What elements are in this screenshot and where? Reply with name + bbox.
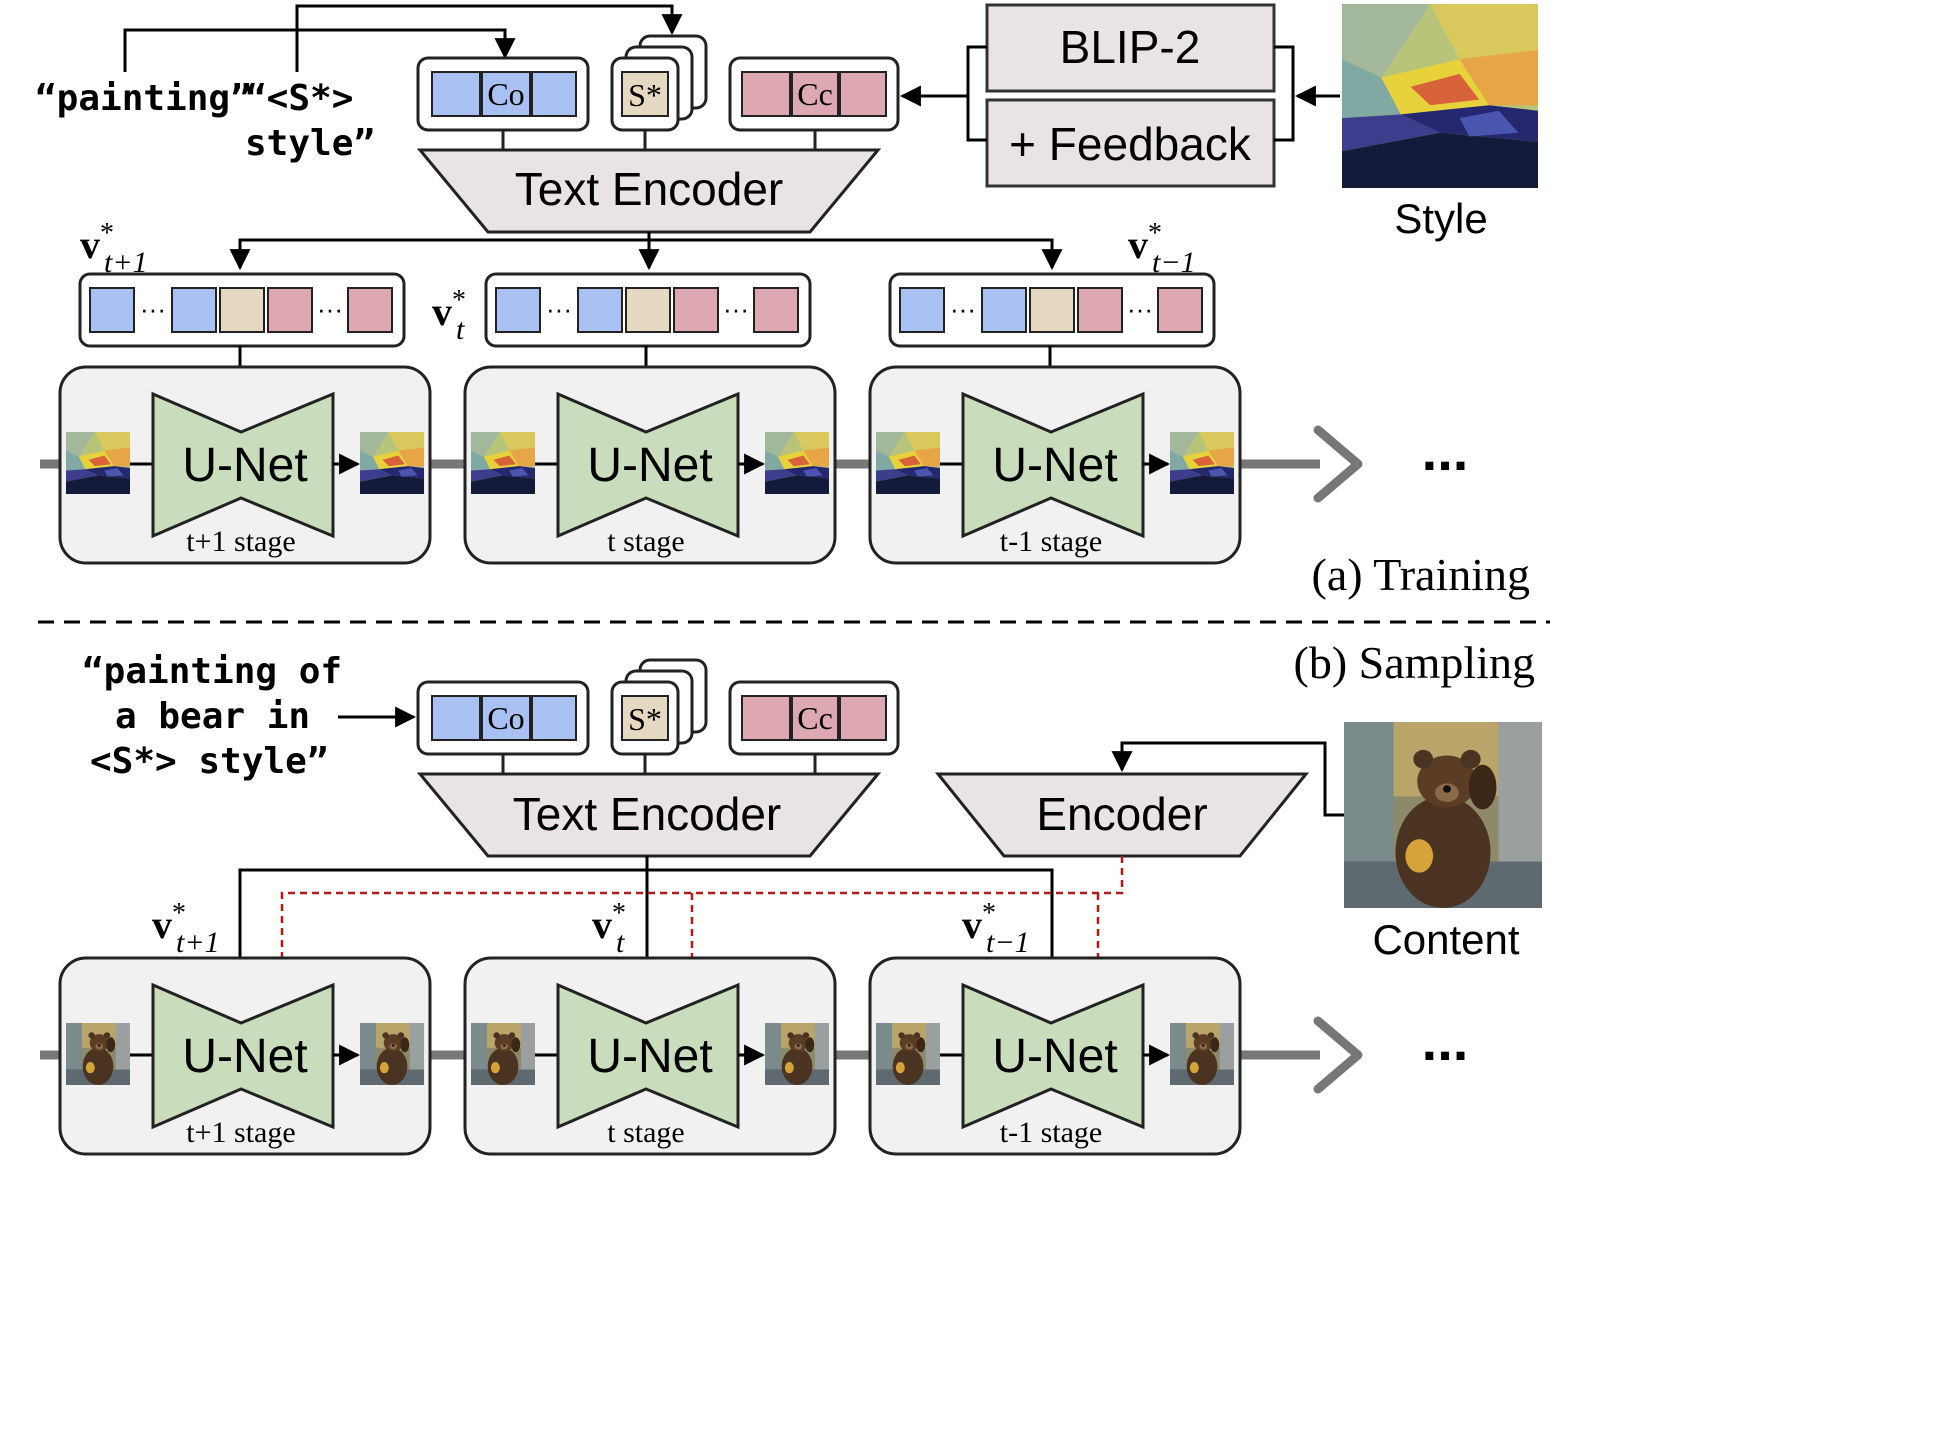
unet-stage: U-Net t+1 stage (58, 956, 432, 1156)
stage-label: t stage (607, 525, 684, 558)
ellipsis-dots: ··· (1127, 294, 1153, 324)
blip2-label: BLIP-2 (1060, 21, 1201, 73)
input-thumbnail (66, 432, 130, 494)
output-thumbnail (765, 1023, 829, 1085)
flow-arrowhead (1313, 425, 1363, 503)
v-label-cur: v*t (432, 285, 466, 346)
sampling-v-label-cur: v*t (592, 898, 626, 959)
stage-label: t-1 stage (1000, 1116, 1102, 1149)
unet-stage: U-Net t stage (463, 956, 837, 1156)
sampling-text-encoder-block (416, 772, 882, 858)
flow-arrowhead (1313, 1016, 1363, 1094)
style-image (1342, 4, 1538, 188)
v-label-prev: v*t−1 (1128, 218, 1196, 279)
stage-label: t+1 stage (186, 525, 295, 558)
style-caption: Style (1394, 195, 1487, 242)
token-s: S* (628, 77, 662, 113)
sampling-token-group-cc: Cc (728, 680, 900, 756)
sampling-label: (b) Sampling (1294, 637, 1535, 688)
token-cc: Cc (797, 76, 833, 112)
unet-stage: U-Net t stage (463, 365, 837, 565)
training-label: (a) Training (1312, 549, 1531, 600)
input-thumbnail (471, 1023, 535, 1085)
ellipsis-dots: ··· (723, 294, 749, 324)
sampling-token-cc: Cc (797, 700, 833, 736)
training-ellipsis: ... (1422, 419, 1469, 482)
sampling-prompt-line2: a bear in (115, 696, 310, 737)
text-encoder-label: Text Encoder (515, 163, 783, 215)
prompt-style-line2: style” (245, 123, 375, 164)
stage-label: t+1 stage (186, 1116, 295, 1149)
feedback-box (985, 98, 1276, 188)
sampling-v-label-next: v*t+1 (152, 898, 220, 959)
unet-label: U-Net (992, 439, 1117, 492)
connector-object-to-co (123, 28, 516, 72)
connector-style-to-s (295, 4, 683, 72)
encoder-block (934, 772, 1310, 858)
input-thumbnail (471, 432, 535, 494)
input-thumbnail (876, 432, 940, 494)
sampling-token-co: Co (487, 700, 524, 736)
sampling-token-group-s: S* (610, 658, 708, 756)
ellipsis-dots: ··· (140, 294, 166, 324)
embedding-row: ··· ··· (484, 272, 812, 413)
v-label-next: v*t+1 (80, 218, 148, 279)
sampling-ellipsis: ... (1422, 1009, 1469, 1072)
sampling-stages: U-Net t+1 stage U-Net t stage U-Net t-1 stage (40, 956, 1363, 1156)
ellipsis-dots: ··· (546, 294, 572, 324)
token-co: Co (487, 76, 524, 112)
sampling-text-encoder-label: Text Encoder (513, 788, 781, 840)
content-caption: Content (1372, 916, 1519, 963)
unet-block (151, 982, 335, 1130)
unet-stage: U-Net t-1 stage (868, 365, 1242, 565)
connector-content-to-encoder (1111, 741, 1344, 817)
unet-label: U-Net (182, 439, 307, 492)
sampling-prompt-line1: “painting of (82, 651, 342, 692)
training-section: “painting” “<S*> style” Co S* Cc (35, 3, 1538, 600)
input-thumbnail (876, 1023, 940, 1085)
unet-block (556, 391, 740, 539)
unet-label: U-Net (587, 439, 712, 492)
content-image (1344, 722, 1542, 908)
sampling-token-group-co: Co (416, 680, 590, 756)
token-group-s: S* (610, 34, 708, 132)
sampling-token-s: S* (628, 701, 662, 737)
prompt-style-line1: “<S*> (245, 78, 353, 119)
token-group-cc: Cc (728, 56, 900, 132)
unet-stage: U-Net t+1 stage (58, 365, 432, 565)
unet-label: U-Net (992, 1030, 1117, 1083)
output-thumbnail (1170, 432, 1234, 494)
training-stages: U-Net t+1 stage U-Net t stage U-Net t-1 stage (40, 365, 1363, 565)
embedding-row: ··· ··· (888, 272, 1216, 413)
unet-block (151, 391, 335, 539)
unet-label: U-Net (182, 1030, 307, 1083)
text-encoder-block (416, 148, 882, 234)
stage-label: t stage (607, 1116, 684, 1149)
output-thumbnail (1170, 1023, 1234, 1085)
unet-label: U-Net (587, 1030, 712, 1083)
unet-block (961, 391, 1145, 539)
prompt-object: “painting” (35, 78, 252, 119)
token-group-co: Co (416, 56, 590, 132)
output-thumbnail (360, 1023, 424, 1085)
unet-block (961, 982, 1145, 1130)
embedding-rows: ··· ··· ··· ··· ··· ··· (78, 272, 1216, 413)
unet-block (556, 982, 740, 1130)
output-thumbnail (360, 432, 424, 494)
ellipsis-dots: ··· (317, 294, 343, 324)
output-thumbnail (765, 432, 829, 494)
sampling-v-label-prev: v*t−1 (962, 898, 1030, 959)
embedding-row: ··· ··· (78, 272, 406, 413)
encoder-label: Encoder (1036, 788, 1207, 840)
sampling-prompt-line3: <S*> style” (90, 741, 328, 782)
feedback-label: + Feedback (1009, 118, 1252, 170)
input-thumbnail (66, 1023, 130, 1085)
sampling-section: (b) Sampling “painting of a bear in <S*>… (40, 637, 1542, 1156)
content-feature-line (273, 856, 1124, 1000)
unet-stage: U-Net t-1 stage (868, 956, 1242, 1156)
stage-label: t-1 stage (1000, 525, 1102, 558)
ellipsis-dots: ··· (950, 294, 976, 324)
